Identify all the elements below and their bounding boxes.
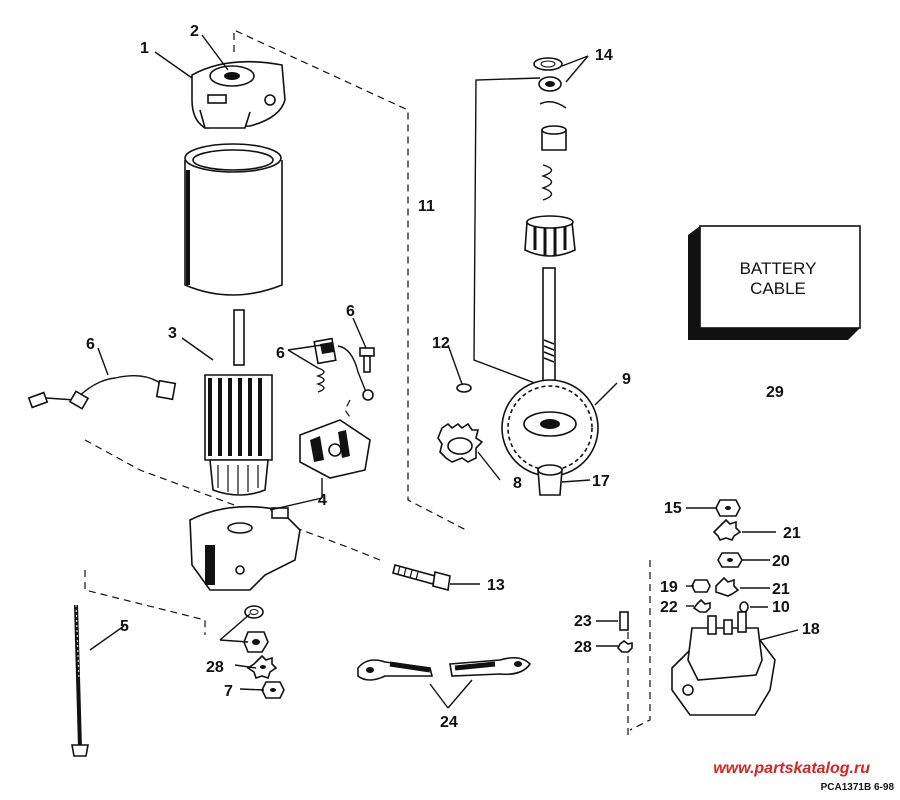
drive-housing-icon	[189, 505, 301, 591]
hex-bolt-icon	[392, 564, 451, 592]
callout-4: 4	[318, 492, 327, 509]
callout-6-brush: 6	[276, 345, 285, 362]
washer-nut-stack-icon	[243, 605, 285, 699]
callout-22: 22	[660, 599, 678, 616]
armature-icon	[204, 309, 273, 496]
callout-9: 9	[622, 371, 631, 388]
callout-28-left: 28	[206, 659, 224, 676]
battery-cable-line2: CABLE	[750, 279, 806, 298]
callout-21-upper: 21	[783, 525, 801, 542]
watermark: www.partskatalog.ru	[713, 760, 870, 777]
brush-spring-icon	[313, 337, 375, 401]
callout-18: 18	[802, 621, 820, 638]
ground-strap-icon	[357, 656, 532, 681]
dashed-guides	[84, 29, 651, 740]
brush-plate-icon	[299, 419, 371, 479]
motor-frame-icon	[184, 143, 283, 296]
callout-8: 8	[513, 475, 522, 492]
callout-6-lead: 6	[86, 336, 95, 353]
callout-23: 23	[574, 613, 592, 630]
leader-lines	[89, 34, 799, 709]
callout-2: 2	[190, 23, 199, 40]
callout-6-screw: 6	[346, 303, 355, 320]
callout-24: 24	[440, 714, 458, 731]
retaining-ring-icon	[456, 383, 472, 393]
brush-lead-icon	[27, 375, 177, 410]
end-cap-icon	[191, 60, 286, 129]
solenoid-hardware-icon	[617, 499, 749, 653]
callout-28-right: 28	[574, 639, 592, 656]
diagram-code: PCA1371B 6-98	[820, 782, 894, 793]
callout-21-lower: 21	[772, 581, 790, 598]
callout-bracket-11	[473, 77, 541, 386]
callout-labels: 1 2 3 4 5 6 6 6 7 8 9 10 11 12 13 14 15 …	[86, 23, 820, 731]
battery-cable-line1: BATTERY	[740, 259, 817, 278]
callout-5: 5	[120, 618, 129, 635]
callout-13: 13	[487, 577, 505, 594]
callout-11: 11	[418, 198, 435, 215]
callout-15: 15	[664, 500, 682, 517]
bushing-icon	[537, 464, 563, 496]
callout-10: 10	[772, 599, 790, 616]
callout-14: 14	[595, 47, 613, 64]
callout-7: 7	[224, 683, 233, 700]
callout-3: 3	[168, 325, 177, 342]
callout-29: 29	[766, 384, 784, 401]
callout-17: 17	[592, 473, 610, 490]
battery-cable-icon: BATTERY CABLE	[688, 225, 861, 340]
pinion-gear-icon	[437, 422, 484, 463]
drive-gear-icon	[501, 379, 599, 477]
through-bolt-icon	[71, 604, 89, 757]
solenoid-icon	[671, 611, 776, 716]
callout-1: 1	[140, 40, 149, 57]
callout-19: 19	[660, 579, 678, 596]
callout-12: 12	[432, 335, 450, 352]
drive-assembly-icon	[524, 57, 576, 389]
callout-20: 20	[772, 553, 790, 570]
